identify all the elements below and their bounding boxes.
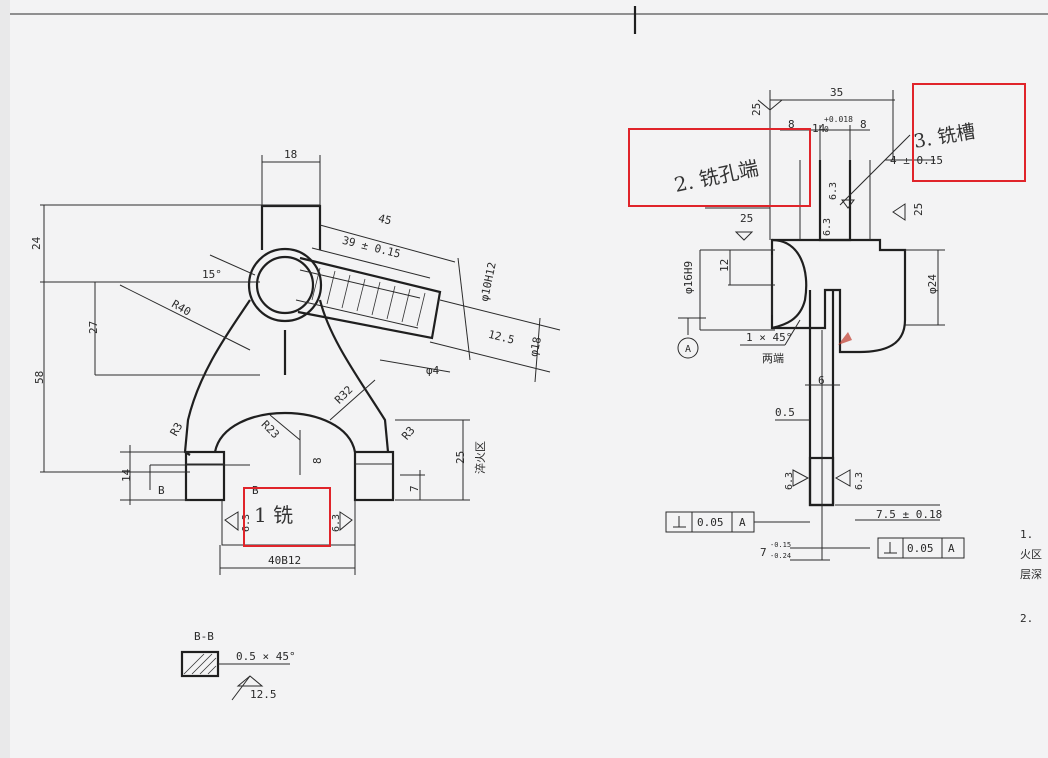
rv-dim-35: 35 bbox=[830, 86, 843, 99]
left-view: 18 24 45 39 ± 0.15 15° R40 27 58 φ10H12 … bbox=[30, 148, 561, 575]
rv-chamfer: 1 × 45° bbox=[746, 331, 792, 344]
rough-6-3-right: 6.3 bbox=[331, 514, 342, 532]
dim-45: 45 bbox=[377, 212, 393, 228]
dim-r32: R32 bbox=[332, 383, 355, 406]
rv-dim-7-tol-upper: -0.15 bbox=[770, 541, 791, 549]
dim-12-5: 12.5 bbox=[487, 328, 516, 347]
rv-rough-b: 6.3 bbox=[822, 218, 833, 236]
rv-dim-phi24: φ24 bbox=[926, 274, 939, 294]
tol2-ref: A bbox=[948, 542, 955, 555]
dim-40b12: 40B12 bbox=[268, 554, 301, 567]
dim-phi18: φ18 bbox=[527, 336, 544, 358]
rv-dim-8a: 8 bbox=[788, 118, 795, 131]
rv-dim-25b: 25 bbox=[740, 212, 753, 225]
dim-phi10: φ10H12 bbox=[478, 261, 499, 303]
dim-15deg: 15° bbox=[202, 268, 222, 281]
tol1-value: 0.05 bbox=[697, 516, 724, 529]
rough-6-3-left: 6.3 bbox=[241, 514, 252, 532]
drawing-sheet: 18 24 45 39 ± 0.15 15° R40 27 58 φ10H12 … bbox=[10, 0, 1048, 758]
note-1c: 层深 bbox=[1020, 568, 1042, 581]
section-bb-rough: 12.5 bbox=[250, 688, 277, 701]
highlight-box-2 bbox=[628, 128, 811, 207]
hub-boss bbox=[260, 204, 322, 250]
dim-r3-right: R3 bbox=[399, 424, 417, 443]
section-b-left: B bbox=[158, 484, 165, 497]
dim-r3-left: R3 bbox=[168, 420, 186, 438]
engineering-drawing: 18 24 45 39 ± 0.15 15° R40 27 58 φ10H12 … bbox=[10, 6, 1048, 701]
rv-rough-c: 6.3 bbox=[784, 472, 795, 490]
tolerance-frame-1: 0.05 A bbox=[665, 511, 755, 533]
section-bb-shape bbox=[180, 650, 220, 678]
red-tick bbox=[838, 332, 852, 345]
rv-dim-0-5: 0.5 bbox=[775, 406, 795, 419]
section-b-right: B bbox=[252, 484, 259, 497]
arm-tube bbox=[297, 256, 442, 340]
fork-arc bbox=[213, 411, 357, 453]
rv-dim-7-tol-lower: -0.24 bbox=[770, 552, 791, 560]
section-bb-chamfer: 0.5 × 45° bbox=[236, 650, 296, 663]
dim-phi4: φ4 bbox=[426, 364, 440, 377]
body-right bbox=[318, 299, 390, 453]
right-view: 35 14 +0.018 0 8 8 25 25 25 4 ± 0.15 6.3… bbox=[665, 86, 965, 561]
notes: 1. 火区 层深 2. bbox=[1020, 528, 1042, 625]
rv-dim-14: 14 bbox=[812, 122, 826, 135]
prong-left bbox=[184, 450, 226, 502]
rv-dim-14-tol0: 0 bbox=[824, 125, 829, 134]
rough-mark-2 bbox=[339, 511, 353, 532]
note-1: 1. bbox=[1020, 528, 1033, 541]
rv-dim-14-tol: +0.018 bbox=[824, 115, 853, 124]
dim-r40: R40 bbox=[169, 297, 193, 318]
tol1-ref: A bbox=[739, 516, 746, 529]
rv-dim-7-5: 7.5 ± 0.18 bbox=[876, 508, 942, 521]
hub-hole bbox=[255, 255, 315, 315]
quench-zone: 淬火区 bbox=[473, 441, 487, 474]
rv-both-ends: 两端 bbox=[762, 352, 784, 365]
rough-mark bbox=[224, 511, 239, 532]
dim-58: 58 bbox=[33, 371, 46, 384]
tol2-value: 0.05 bbox=[907, 542, 934, 555]
note-1b: 火区 bbox=[1020, 548, 1042, 561]
tolerance-frame-2: 0.05 A bbox=[877, 537, 965, 559]
datum-a-circle bbox=[677, 337, 699, 359]
hub-outer bbox=[247, 247, 323, 323]
dim-7: 7 bbox=[408, 485, 421, 492]
section-bb-title: B-B bbox=[194, 630, 214, 643]
dim-14: 14 bbox=[120, 468, 133, 482]
rv-dim-12: 12 bbox=[718, 259, 731, 272]
rv-rough-a: 6.3 bbox=[828, 182, 839, 200]
dim-27: 27 bbox=[87, 321, 100, 334]
rv-dim-phi16: φ16H9 bbox=[682, 261, 695, 294]
arm-hatch bbox=[311, 267, 426, 327]
rv-dim-25c: 25 bbox=[912, 203, 925, 216]
rv-dim-8b: 8 bbox=[860, 118, 867, 131]
rv-dim-25a: 25 bbox=[750, 103, 763, 116]
annotation-1: 1 铣 bbox=[254, 503, 293, 527]
dim-25: 25 bbox=[454, 451, 467, 464]
rv-hub-arc bbox=[771, 238, 808, 330]
rv-datum-a: A bbox=[685, 344, 691, 355]
section-bb: B-B 0.5 × 45° 12.5 bbox=[180, 630, 296, 701]
dim-39: 39 ± 0.15 bbox=[341, 234, 402, 261]
annotation-2: 2. 铣孔端 bbox=[672, 156, 761, 197]
annotation-3: 3. 铣槽 bbox=[912, 120, 977, 152]
dim-8: 8 bbox=[311, 457, 324, 464]
rv-dim-7: 7 bbox=[760, 546, 767, 559]
rv-dim-4: 4 ± 0.15 bbox=[890, 154, 943, 167]
highlight-box-3 bbox=[912, 83, 1026, 182]
body-left bbox=[183, 299, 251, 456]
highlight-box-1 bbox=[243, 487, 331, 547]
dim-18: 18 bbox=[284, 148, 297, 161]
rv-dim-6: 6 bbox=[818, 374, 825, 387]
note-2: 2. bbox=[1020, 612, 1033, 625]
prong-right bbox=[353, 450, 395, 502]
rv-rough-d: 6.3 bbox=[854, 472, 865, 490]
dim-24: 24 bbox=[30, 236, 43, 250]
